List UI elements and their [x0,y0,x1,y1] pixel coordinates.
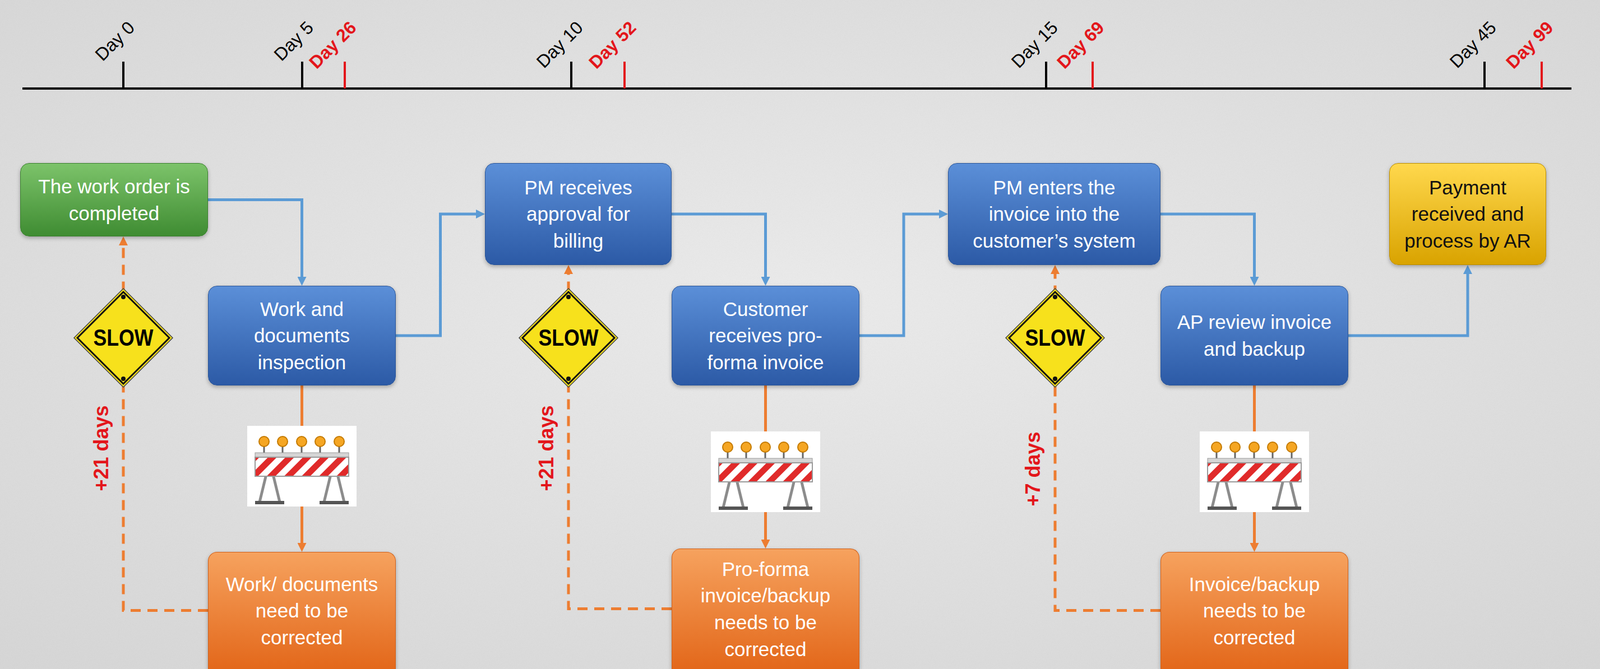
sign-border [522,292,615,385]
timeline-tick [570,61,573,89]
timeline-tick [1044,61,1048,89]
timeline-day: Day 15 [1007,17,1061,71]
sign-bolt [1052,294,1058,300]
timeline-day: Day 69 [1053,17,1108,72]
box-text: Invoice/backup needs to be corrected [1174,571,1335,652]
sign-text: SLOW [538,326,599,350]
timeline-ticks [123,61,1542,89]
correction-box: Invoice/backup needs to be corrected [1160,552,1349,669]
sign-bolt [566,294,571,300]
box-text: Work/ documents need to be corrected [222,571,382,652]
correction-box: Work/ documents need to be corrected [207,552,396,669]
barricade-icon [710,431,821,513]
timeline-day: Day 10 [533,17,586,71]
timeline-tick-red [343,61,346,89]
slow-sign [519,288,618,388]
process-box: PM enters the invoice into the customer’… [948,163,1161,266]
sign-plate [74,288,173,388]
box-text: The work order is completed [34,173,194,227]
box-text: Work and documents inspection [222,296,382,377]
flow-arrow [207,200,303,278]
timeline-axis [22,87,1572,90]
process-box: Customer receives pro-forma invoice [671,285,860,386]
sign-bolt [121,376,126,382]
delay-label: +21 days [535,405,557,492]
barricade-icon [1199,431,1310,513]
rework-loop [123,245,208,612]
flow-arrow [859,214,940,336]
slow-sign [74,288,173,388]
end-box: Payment received and process by AR [1389,163,1547,266]
process-box: Work and documents inspection [207,285,396,386]
box-text: Customer receives pro-forma invoice [685,296,846,377]
sign-text: SLOW [93,326,154,350]
flow-arrow [1160,214,1255,277]
flow-arrow [1348,274,1468,336]
timeline-tick [122,61,125,89]
box-text: Pro-forma invoice/backup needs to be cor… [685,556,846,663]
process-box: AP review invoice and backup [1160,285,1349,386]
timeline-tick-red [623,61,626,89]
flow-arrow [671,214,766,277]
box-text: PM enters the invoice into the customer’… [962,174,1147,255]
flow-arrow [395,214,476,336]
box-text: AP review invoice and backup [1174,308,1335,363]
timeline-tick-red [1540,61,1543,89]
sign-bolt [1052,376,1058,382]
timeline-day: Day 0 [91,17,138,64]
sign-text: SLOW [1024,326,1085,350]
box-text: Payment received and process by AR [1397,174,1538,255]
sign-border [77,292,170,385]
box-text: PM receives approval for billing [498,174,658,255]
sign-bolt [121,294,126,300]
sign-border [1009,292,1102,385]
start-box: The work order is completed [20,163,208,237]
timeline-day: Day 99 [1503,17,1557,72]
sign-plate [1005,288,1105,388]
timeline-tick [1483,61,1486,89]
barricade-icon [247,426,357,507]
timeline-day: Day 52 [585,17,640,72]
timeline-tick [301,61,304,89]
process-box: PM receives approval for billing [484,163,672,266]
timeline-day: Day 45 [1446,17,1500,71]
sign-plate [519,288,618,388]
correction-box: Pro-forma invoice/backup needs to be cor… [671,548,860,669]
delay-label: +21 days [90,405,112,492]
slow-sign [1005,288,1105,388]
timeline-tick-red [1091,61,1094,89]
sign-bolt [566,376,571,382]
delay-label: +7 days [1022,431,1043,507]
timeline-day: Day 26 [306,17,360,72]
